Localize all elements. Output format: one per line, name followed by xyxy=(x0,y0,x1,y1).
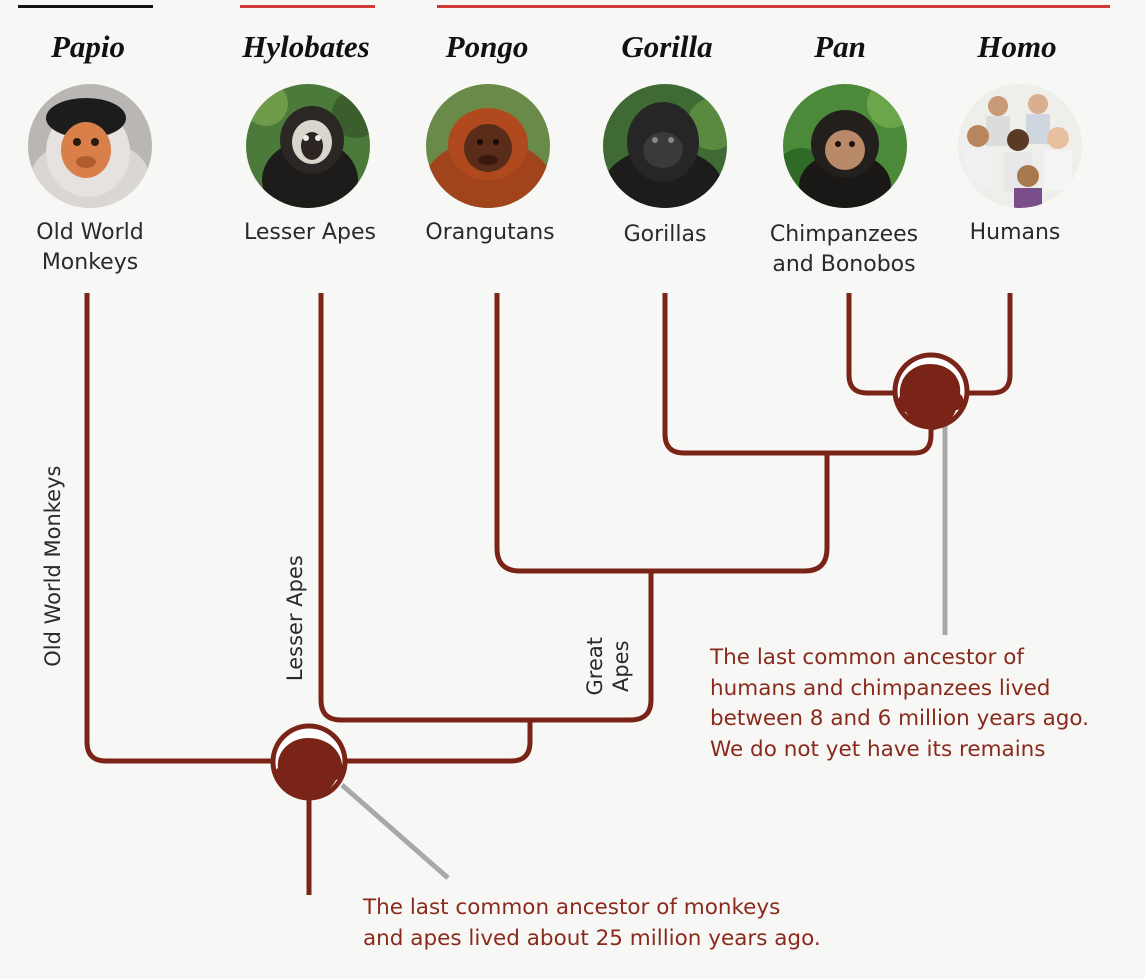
label-old-world-monkeys: Old World Monkeys xyxy=(40,465,65,667)
annotation-human-chimp: The last common ancestor of humans and c… xyxy=(710,645,1090,762)
genus-pongo: Pongo xyxy=(445,29,529,64)
branch-gorilla xyxy=(662,293,934,456)
annotation-monkeys-apes: The last common ancestor of monkeys and … xyxy=(363,895,821,951)
branch-old-world xyxy=(84,293,275,764)
common-orangutans: Orangutans xyxy=(425,220,555,245)
chimpanzee-photo xyxy=(783,84,907,208)
branch-pan xyxy=(846,293,900,396)
common-gorillas: Gorillas xyxy=(623,222,707,247)
branch-pongo xyxy=(494,293,830,574)
gibbon-photo xyxy=(246,84,370,208)
label-lesser-apes: Lesser Apes xyxy=(282,555,307,682)
monkey-head-icon xyxy=(275,738,344,800)
branch-apes-stem xyxy=(345,720,533,764)
human-chimp-ancestor-node xyxy=(892,352,970,430)
genus-pan: Pan xyxy=(814,29,866,64)
genus-papio: Papio xyxy=(50,29,126,64)
humans-photo xyxy=(958,84,1082,208)
genus-homo: Homo xyxy=(977,29,1057,64)
common-humans: Humans xyxy=(969,220,1061,245)
common-lesser-apes: Lesser Apes xyxy=(244,220,376,245)
monkey-ape-ancestor-node xyxy=(270,723,348,801)
ape-head-icon xyxy=(898,364,964,430)
top-rule-red-2 xyxy=(437,5,1110,8)
monkey-photo xyxy=(28,84,152,208)
orangutan-photo xyxy=(426,84,550,208)
branch-homo xyxy=(965,293,1013,396)
genus-hylobates: Hylobates xyxy=(242,29,370,64)
genus-gorilla: Gorilla xyxy=(621,29,713,64)
pointer-root xyxy=(340,783,450,880)
branch-hylobates xyxy=(318,293,654,723)
top-rule-black xyxy=(18,5,153,8)
top-rule-red-1 xyxy=(240,5,375,8)
gorilla-photo xyxy=(603,84,727,208)
